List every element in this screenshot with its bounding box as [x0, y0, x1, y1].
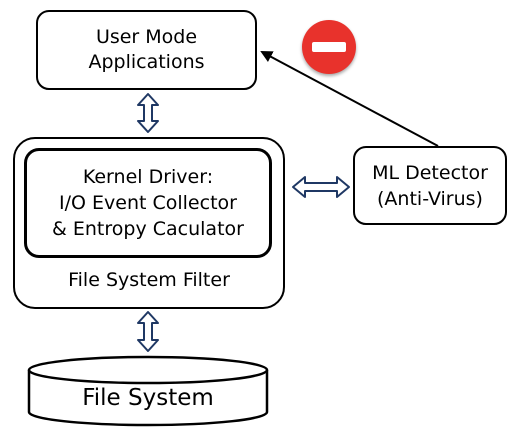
ml-detector-label: ML Detector (Anti-Virus)	[372, 161, 488, 210]
user-mode-applications-box: User Mode Applications	[36, 10, 257, 90]
user-mode-applications-label: User Mode Applications	[88, 26, 205, 73]
file-system-filter-label: File System Filter	[68, 269, 230, 291]
arrow-ml-to-apps	[260, 51, 439, 147]
kernel-driver-label: Kernel Driver: I/O Event Collector & Ent…	[52, 166, 244, 240]
stop-sign-icon	[302, 20, 356, 74]
file-system-cylinder	[27, 355, 269, 427]
double-arrow-filter-filesystem	[137, 311, 159, 352]
kernel-driver-box: Kernel Driver: I/O Event Collector & Ent…	[24, 148, 272, 258]
double-arrow-apps-filter	[137, 93, 159, 133]
ml-detector-box: ML Detector (Anti-Virus)	[353, 146, 507, 225]
file-system-label: File System	[82, 385, 214, 411]
double-arrow-kernel-ml	[292, 176, 350, 198]
